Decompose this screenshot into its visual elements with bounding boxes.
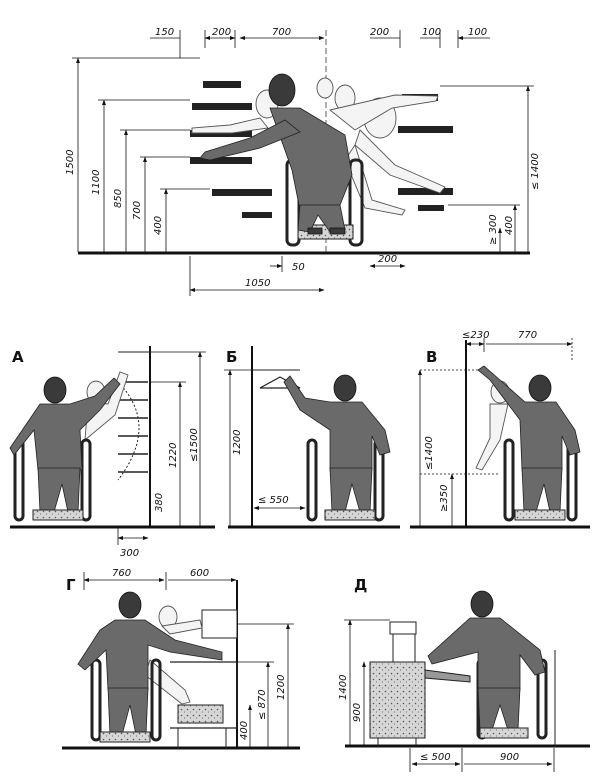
top-dim-150: 150: [155, 27, 174, 38]
top-shelf-2: [192, 103, 252, 110]
top-shelf-8: [398, 126, 453, 133]
panel-v-dimensions: ≤230 770 ≤1400 ≥350: [418, 330, 573, 526]
panel-a-dim-1220: 1220: [168, 443, 179, 468]
top-seated-figure: [191, 73, 353, 235]
panel-d-dim-500: ≤ 500: [420, 752, 451, 763]
top-height-1100: 1100: [91, 170, 102, 195]
panel-a-shelves: [117, 381, 148, 481]
panel-a-dim-300: 300: [120, 548, 139, 559]
panel-g-dim-760: 760: [112, 568, 131, 579]
panel-v-dim-230: ≤230: [462, 330, 489, 341]
top-height-850: 850: [113, 189, 124, 208]
panel-v-dim-1400: ≤1400: [424, 436, 435, 470]
top-dim-200b: 200: [370, 27, 389, 38]
panel-g-dim-600: 600: [190, 568, 209, 579]
top-shelf-9: [398, 188, 453, 195]
top-shelf-3: [190, 130, 252, 137]
panel-g-dimensions: 760 600 1200 ≤ 870 400: [83, 568, 294, 747]
panel-v-letter: В: [426, 348, 437, 366]
top-dim-200a: 200: [212, 27, 231, 38]
top-height-400r: 400: [504, 216, 515, 235]
panel-a-dim-1500: ≤1500: [189, 428, 200, 462]
panel-d-dim-1400: 1400: [338, 675, 349, 700]
panel-g-letter: Г: [66, 576, 76, 594]
panel-v-figure: [475, 365, 581, 522]
top-shelf-10: [418, 205, 444, 211]
panel-b-letter: Б: [226, 348, 237, 366]
top-dim-200c: 200: [378, 254, 397, 265]
top-diagram: 150 200 700 200 100 100 1500 1100 850 70…: [65, 27, 541, 296]
top-dim-700: 700: [272, 27, 291, 38]
panel-g-figure: [77, 591, 223, 743]
top-dim-100b: 100: [468, 27, 487, 38]
panel-b-figure: [283, 374, 391, 522]
top-height-le1400: ≤ 1400: [530, 153, 541, 190]
panel-v-dim-770: 770: [518, 330, 537, 341]
panel-b-dim-1200: 1200: [232, 430, 243, 455]
top-shelf-5: [212, 189, 272, 196]
top-shelf-1: [203, 81, 241, 88]
panel-a-dim-380: 380: [154, 493, 165, 512]
panel-d-dimensions: 1400 900 ≤ 500 900: [338, 619, 555, 772]
top-dimensions: 150 200 700 200 100 100 1500 1100 850 70…: [65, 27, 541, 296]
top-dim-1050: 1050: [245, 278, 270, 289]
panel-d-figure: [427, 590, 548, 740]
panel-a-figure: [9, 371, 129, 522]
panel-a-dimensions: 1220 ≤1500 380 300: [117, 351, 206, 559]
top-dim-50: 50: [292, 262, 305, 273]
panel-b-dimensions: 1200 ≤ 550: [224, 369, 306, 526]
top-shelf-4: [190, 157, 252, 164]
panel-g-dim-400: 400: [239, 721, 250, 740]
top-height-ge300: ≥ 300: [488, 214, 499, 245]
panel-g-dim-870: ≤ 870: [257, 689, 268, 720]
panel-g: Г 760 600: [62, 568, 300, 750]
panel-v: В ≤230 770 ≤1400 ≥350: [410, 330, 590, 529]
panel-b: Б 1200 ≤ 550: [224, 346, 400, 529]
top-dim-100a: 100: [422, 27, 441, 38]
panel-d-machine: [369, 621, 471, 746]
panel-g-dim-1200: 1200: [276, 675, 287, 700]
panel-g-drawer: [177, 704, 224, 724]
top-shelf-6: [242, 212, 272, 218]
panel-g-wall-cabinet: [201, 609, 238, 639]
panel-g-counter: [170, 661, 238, 729]
panel-b-dim-550: ≤ 550: [258, 495, 289, 506]
panel-d-dim-900b: 900: [500, 752, 519, 763]
panel-a: А 1220: [9, 346, 215, 559]
top-height-1500: 1500: [65, 150, 76, 175]
panel-d-dim-900: 900: [352, 703, 363, 722]
panel-a-letter: А: [12, 348, 24, 366]
panel-d-letter: Д: [354, 576, 367, 594]
panel-v-dim-350: ≥350: [439, 485, 450, 512]
panel-d: Д 1400 900: [338, 576, 590, 772]
top-height-700: 700: [132, 201, 143, 220]
top-height-400: 400: [153, 216, 164, 235]
